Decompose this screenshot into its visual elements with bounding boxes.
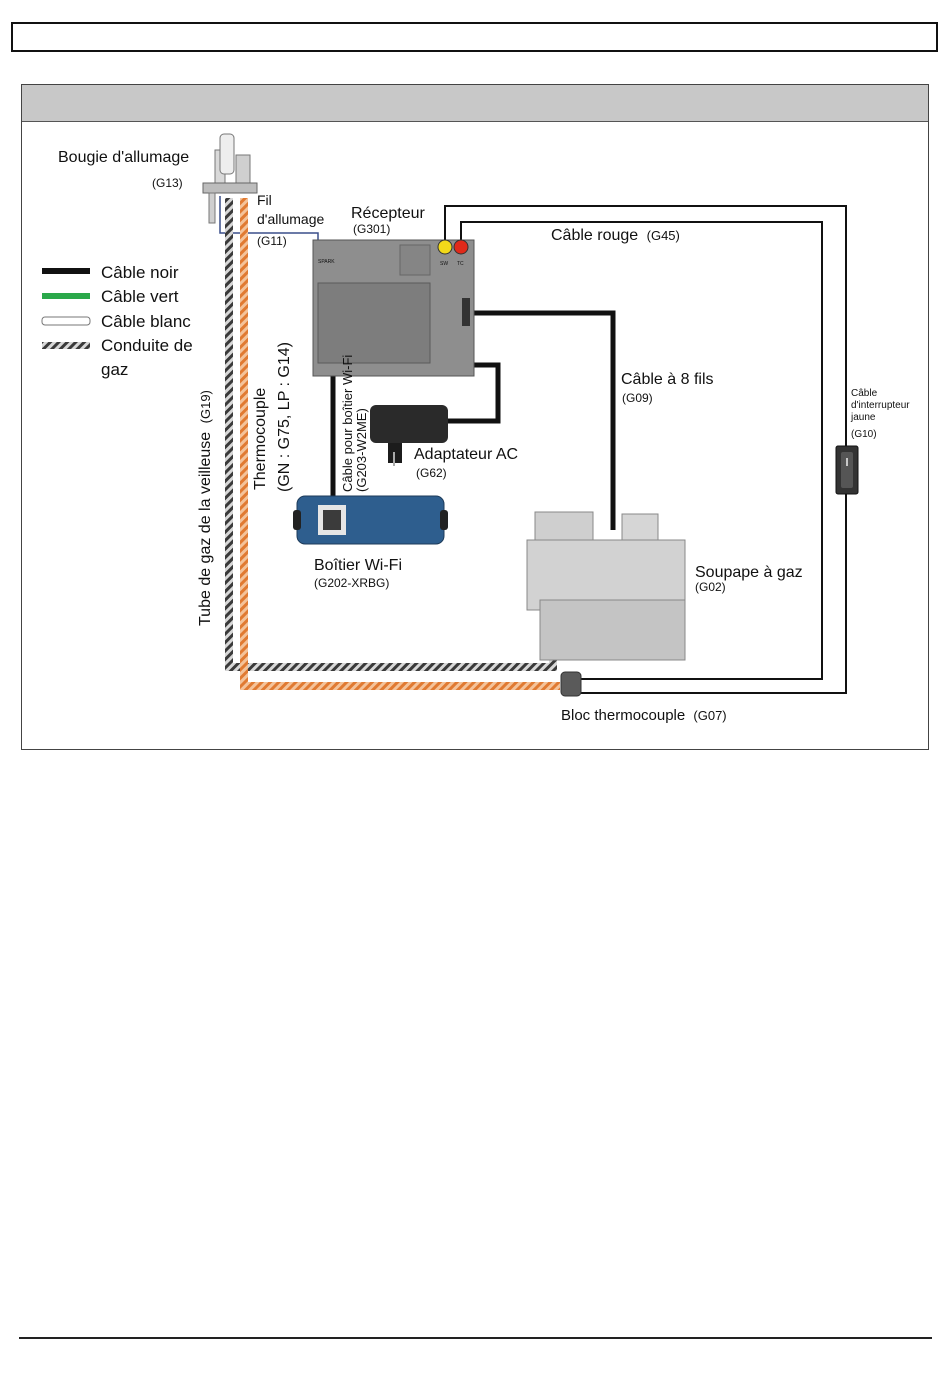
legend-label-green: Câble vert: [101, 287, 179, 306]
wifi-box-qr-core: [323, 510, 341, 530]
eight-wire-code: (G09): [622, 391, 653, 405]
legend-swatch-black: [42, 268, 90, 274]
ac-adapter: [370, 405, 448, 466]
thermocouple-wire: [240, 198, 560, 690]
legend-label-black: Câble noir: [101, 263, 179, 282]
legend-label-gas: Conduite de: [101, 336, 193, 355]
thermocouple-label-2: (GN : G75, LP : G14): [276, 342, 293, 492]
title-box: [11, 22, 938, 52]
switch-cable-label-3: jaune: [850, 412, 876, 423]
ac-adapter-body: [370, 405, 448, 443]
legend: Câble noir Câble vert Câble blanc Condui…: [41, 263, 193, 379]
switch-cable-label-2: d'interrupteur: [851, 400, 910, 411]
yellow-sw-terminal: [437, 239, 453, 255]
thermocouple-block-code: (G07): [693, 708, 726, 723]
diagram-header-bar: [22, 85, 928, 122]
wifi-cable-label-2: (G203-W2ME): [354, 408, 369, 492]
red-cable-code: (G45): [647, 228, 680, 243]
spark-plug-label: Bougie d'allumage: [58, 149, 189, 166]
red-tc-terminal: [453, 239, 469, 255]
red-cable-label: Câble rouge (G45): [551, 227, 680, 244]
switch-cable-label-1: Câble: [851, 388, 878, 399]
red-cable-wire: [460, 221, 823, 680]
pilot-gas-tube: [225, 198, 557, 671]
spark-plug-assembly: [202, 133, 258, 224]
ignition-wire-label-1: Fil: [257, 192, 272, 208]
spark-plug-code: (G13): [152, 176, 183, 190]
thermocouple-block-label: Bloc thermocouple (G07): [561, 707, 727, 724]
spark-plug-tip: [219, 133, 235, 175]
receiver-panel: [317, 282, 431, 364]
legend-label-gas-2: gaz: [101, 360, 128, 379]
gas-valve: [526, 511, 686, 697]
receiver-label: Récepteur: [351, 205, 425, 222]
spark-plug-lead: [208, 192, 216, 224]
labels: Bougie d'allumage (G13) Fil d'allumage (…: [58, 149, 910, 724]
gas-valve-body: [526, 539, 686, 611]
switch-cable-code: (G10): [851, 429, 877, 440]
gas-valve-label: Soupape à gaz: [695, 564, 803, 581]
ignition-wire-code: (G11): [257, 234, 287, 248]
red-cable-name: Câble rouge: [551, 227, 638, 244]
pilot-base: [202, 182, 258, 194]
legend-swatch-green: [42, 293, 90, 299]
gas-valve-bottom: [539, 599, 686, 661]
eight-wire-label: Câble à 8 fils: [621, 371, 714, 388]
receiver-sw-text: SW: [440, 261, 448, 267]
ac-adapter-code: (G62): [416, 466, 447, 480]
wifi-box: [293, 495, 448, 545]
thermocouple-block-body: [560, 671, 582, 697]
rocker-switch-rocker: [841, 452, 853, 488]
switch-cable-wire: [444, 205, 847, 694]
wifi-box-label: Boîtier Wi-Fi: [314, 557, 402, 574]
gas-valve-code: (G02): [695, 580, 726, 594]
eight-wire-cable: [466, 310, 616, 530]
thermocouple-block-name: Bloc thermocouple: [561, 707, 685, 724]
ac-adapter-label: Adaptateur AC: [414, 446, 518, 463]
legend-swatch-gas: [42, 342, 90, 349]
receiver-ridge: [399, 244, 431, 276]
ac-adapter-cable: [448, 362, 501, 424]
ignition-wire-label-2: d'allumage: [257, 211, 324, 227]
legend-swatch-white: [41, 316, 91, 326]
wifi-cable-label-1: Câble pour boîtier Wi-Fi: [340, 355, 355, 492]
legend-label-white: Câble blanc: [101, 312, 191, 331]
receiver: SPARK SW TC: [312, 239, 475, 377]
pilot-tube-label: Tube de gaz de la veilleuse (G19): [197, 390, 214, 626]
wiring-diagram-panel: [21, 84, 929, 750]
wifi-box-code: (G202-XRBG): [314, 576, 389, 590]
pilot-hood: [235, 154, 251, 188]
wifi-box-mount-right: [440, 510, 448, 530]
footer-rule: [19, 1337, 932, 1339]
ignition-wire: [219, 196, 319, 242]
receiver-port-strip: [462, 298, 470, 326]
rocker-switch: [835, 445, 859, 495]
thermocouple-label-1: Thermocouple: [252, 388, 269, 490]
wires: [219, 196, 847, 694]
wifi-box-mount-left: [293, 510, 301, 530]
pilot-tube-code: (G19): [198, 390, 213, 423]
receiver-tc-text: TC: [457, 261, 464, 267]
receiver-spark-text: SPARK: [318, 259, 335, 265]
pilot-tube-name: Tube de gaz de la veilleuse: [197, 432, 214, 626]
gas-valve-top: [534, 511, 594, 545]
receiver-code: (G301): [353, 222, 390, 236]
